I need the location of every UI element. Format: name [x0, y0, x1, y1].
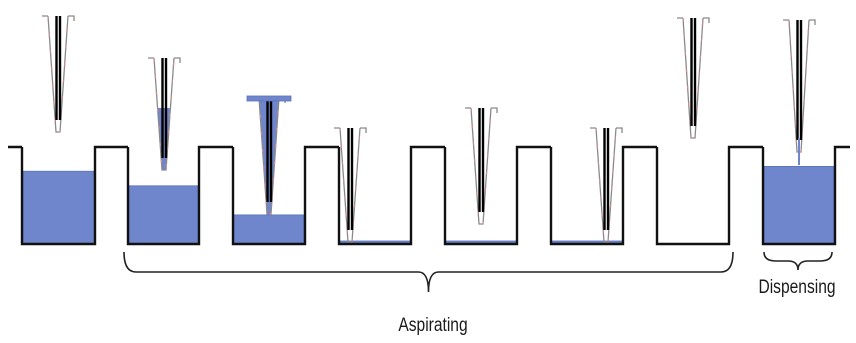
tip-flange: [148, 57, 181, 63]
wells-layer: [8, 145, 850, 246]
tip-accent: [682, 17, 704, 139]
tip-accent: [47, 15, 69, 133]
liquid-well-8: [763, 165, 835, 245]
tip-flange: [42, 15, 75, 21]
tip-flange: [590, 127, 623, 133]
pipette-tip-2: [148, 57, 181, 171]
pipette-tip-6: [590, 127, 623, 243]
liquid-well-3: [233, 214, 305, 245]
dispensing-label: Dispensing: [758, 277, 836, 298]
aspirating-brace: [123, 251, 734, 293]
liquid-well-2: [128, 185, 199, 245]
pipette-tip-8: [783, 19, 816, 153]
dispensing-brace: [763, 251, 833, 271]
tip-body: [788, 19, 810, 153]
tip-body: [258, 97, 280, 215]
braces-layer: [123, 251, 833, 293]
pipette-tip-4: [334, 127, 367, 243]
tip-liquid: [157, 108, 171, 170]
pipette-tip-1: [42, 15, 75, 133]
tip-body: [339, 127, 361, 243]
tip-cap-3: [246, 95, 292, 102]
tip-body: [47, 15, 69, 133]
tip-flange: [465, 107, 498, 113]
tip-flange: [783, 19, 816, 25]
pipette-tip-7: [677, 17, 710, 139]
pipette-tip-3: [253, 97, 286, 215]
tip-accent: [339, 127, 361, 243]
aspirating-label: Aspirating: [398, 315, 468, 336]
pipette-tip-5: [465, 107, 498, 225]
well-plate-outline: [8, 145, 850, 246]
tip-body: [682, 17, 704, 139]
tip-accent: [470, 107, 492, 225]
tip-body: [470, 107, 492, 225]
tip-accent: [153, 57, 175, 171]
tip-accent: [595, 127, 617, 243]
tip-body: [595, 127, 617, 243]
liquid-well-1: [22, 170, 95, 245]
tips-layer: [42, 15, 816, 243]
tip-accent: [788, 19, 810, 153]
tip-flange: [334, 127, 367, 133]
tip-flange: [677, 17, 710, 23]
tip-liquid: [259, 100, 279, 214]
